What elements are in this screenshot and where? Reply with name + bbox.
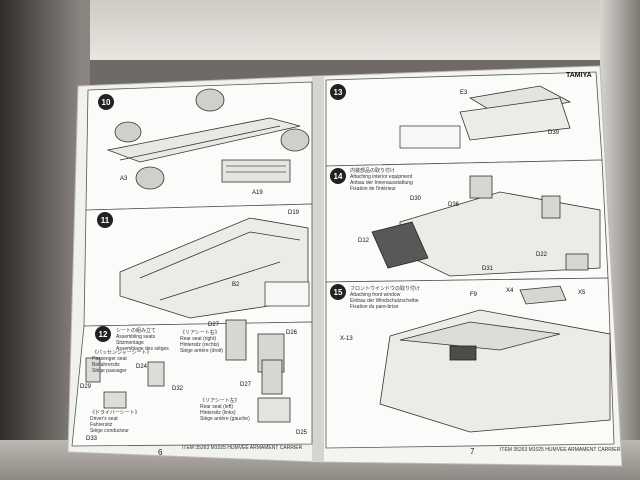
part-label: D19	[288, 210, 300, 216]
part-label: D31	[482, 266, 494, 272]
part-label: D27	[208, 322, 220, 328]
step-number-badge: 11	[97, 212, 113, 228]
panel-step-10	[85, 81, 313, 211]
step-number-badge: 12	[95, 326, 111, 342]
caption-line: Siège arrière (droit)	[180, 348, 224, 354]
right-footer: ITEM 35263 M1025 HUMVEE ARMAMENT CARRIER	[500, 447, 621, 453]
part-label: D39	[548, 130, 560, 136]
panel-step-15	[325, 277, 615, 449]
passenger-seat-caption: 《パッセンジャーシート》 Passenger seat Beifahrersit…	[92, 350, 152, 374]
step-12-caption: シートの組み立て Assembling seats Sitzmontage As…	[116, 328, 169, 352]
left-footer: ITEM 35263 M1025 HUMVEE ARMAMENT CARRIER	[182, 445, 303, 451]
caption-line: Attaching front window	[350, 292, 401, 298]
panel-step-13	[325, 71, 603, 167]
seat-title: 《パッセンジャーシート》	[92, 350, 152, 356]
caption-line: Siège passager	[92, 368, 127, 374]
caption-line: Anbau der Innenausstattung	[350, 180, 413, 186]
seat-title: 《リアシート右》	[180, 330, 220, 336]
step-title: フロントウインドウの取り付け	[350, 286, 421, 292]
part-label: D36	[448, 202, 460, 208]
right-page-number: 7	[470, 447, 475, 456]
step-title: シートの組み立て	[116, 328, 157, 334]
caption-line: Fixation du pare-brise	[350, 304, 399, 310]
part-label: D24	[136, 364, 148, 370]
caption-line: Assembling seats	[116, 334, 156, 340]
panel-step-11	[83, 203, 313, 327]
caption-line: Fahrersitz	[90, 422, 113, 428]
part-label: A3	[120, 176, 128, 182]
part-label: X-13	[340, 336, 353, 342]
part-label: D22	[536, 252, 548, 258]
step-number-badge: 13	[330, 84, 346, 100]
part-label: D12	[358, 238, 370, 244]
caption-line: Attaching interior equipment	[350, 174, 413, 180]
panel-step-14	[325, 159, 609, 283]
step-title: 内装部品の取り付け	[350, 168, 396, 174]
caption-line: Driver's seat	[90, 416, 118, 422]
caption-line: Beifahrersitz	[92, 362, 120, 368]
seat-title: 《ドライバーシート》	[90, 410, 140, 416]
step-15-caption: フロントウインドウの取り付け Attaching front window Ei…	[350, 286, 420, 310]
spine-shadow	[312, 76, 324, 462]
part-label: D25	[296, 430, 308, 436]
part-label: A19	[252, 190, 263, 196]
caption-line: Fixation de l'intérieur	[350, 186, 396, 192]
rear-seat-right-caption: 《リアシート右》 Rear seat (right) Hintersitz (r…	[180, 330, 223, 354]
step-number-badge: 14	[330, 168, 346, 184]
panel-step-12	[71, 319, 313, 447]
caption-line: Hintersitz (links)	[200, 410, 236, 416]
caption-line: Sitzmontage	[116, 340, 144, 346]
part-label: D30	[410, 196, 422, 202]
caption-line: Rear seat (right)	[180, 336, 217, 342]
caption-line: Siège conducteur	[90, 428, 129, 434]
driver-seat-caption: 《ドライバーシート》 Driver's seat Fahrersitz Sièg…	[90, 410, 140, 434]
left-page-number: 6	[158, 448, 163, 457]
part-label: D26	[286, 330, 298, 336]
brand-logo-text: TAMIYA	[566, 72, 592, 79]
part-label: X4	[506, 288, 514, 294]
caption-line: Passenger seat	[92, 356, 127, 362]
step-number-badge: 15	[330, 284, 346, 300]
caption-line: Hintersitz (rechts)	[180, 342, 220, 348]
background-wall-top	[0, 0, 640, 60]
part-label: X5	[578, 290, 586, 296]
part-label: D32	[172, 386, 184, 392]
caption-line: Rear seat (left)	[200, 404, 234, 410]
part-label: B2	[232, 282, 240, 288]
step-number-badge: 10	[98, 94, 114, 110]
part-label: D27	[240, 382, 252, 388]
step-14-caption: 内装部品の取り付け Attaching interior equipment A…	[350, 168, 413, 192]
rear-seat-left-caption: 《リアシート左》 Rear seat (left) Hintersitz (li…	[200, 398, 250, 422]
part-label: D29	[80, 384, 92, 390]
seat-title: 《リアシート左》	[200, 398, 240, 404]
caption-line: Einbau der Windschutzscheibe	[350, 298, 419, 304]
part-label: F9	[470, 292, 478, 298]
caption-line: Siège arrière (gauche)	[200, 416, 250, 422]
part-label: E3	[460, 90, 468, 96]
caption-line: Assemblage des sièges	[116, 346, 169, 352]
part-label: D33	[86, 436, 98, 442]
